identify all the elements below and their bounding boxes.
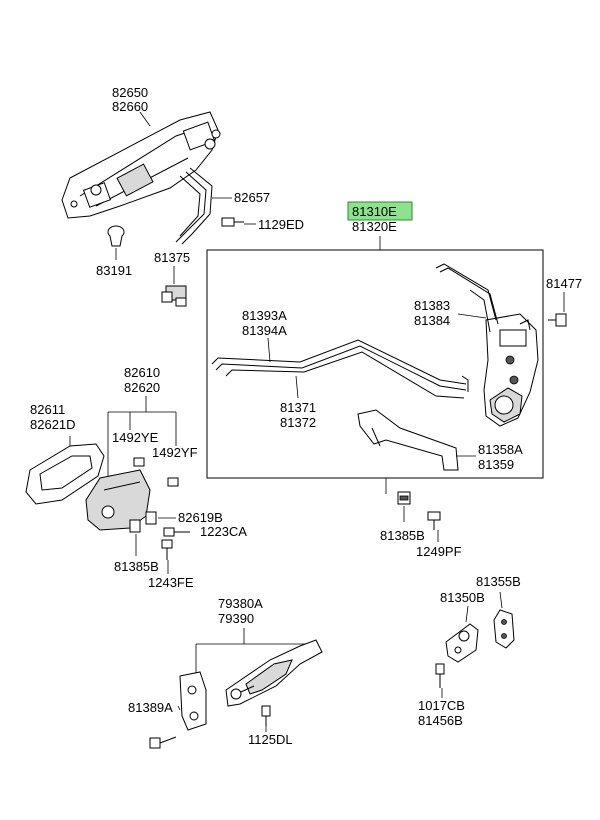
label-1492yf: 1492YF — [152, 445, 198, 460]
bushing-82619b — [145, 511, 157, 525]
clip-1492ye — [133, 457, 145, 467]
plug-83191 — [107, 225, 125, 247]
clip-1492yf — [167, 477, 179, 487]
latch-assembly-frame — [206, 249, 544, 479]
door-latch — [483, 313, 539, 427]
label-81355b: 81355B — [476, 574, 521, 589]
label-81477: 81477 — [546, 276, 582, 291]
label-82657: 82657 — [234, 190, 270, 205]
label-81375: 81375 — [154, 250, 190, 265]
label-81393a: 81393A — [242, 308, 287, 323]
plate-81355b — [493, 609, 515, 649]
label-81359: 81359 — [478, 457, 514, 472]
label-1017cb: 1017CB — [418, 698, 465, 713]
label-1492ye: 1492YE — [112, 430, 159, 445]
label-79380a: 79380A — [218, 596, 263, 611]
label-82610: 82610 — [124, 365, 160, 380]
label-81371: 81371 — [280, 400, 316, 415]
screw-1223ca — [163, 527, 190, 537]
screw-1249pf — [427, 511, 441, 530]
rod-81383 — [435, 263, 499, 333]
screw-1125dl — [261, 705, 271, 726]
label-1129ed: 1129ED — [258, 217, 304, 232]
label-81358a: 81358A — [478, 442, 523, 457]
label-79390: 79390 — [218, 611, 254, 626]
bushing-81385b-inner — [129, 519, 141, 533]
label-82619b: 82619B — [178, 510, 223, 525]
label-81384: 81384 — [414, 313, 450, 328]
label-1223ca: 1223CA — [200, 524, 247, 539]
checker-bracket — [179, 671, 207, 731]
rod-81393a — [211, 339, 469, 399]
label-83191: 83191 — [96, 263, 132, 278]
label-82621d: 82621D — [30, 417, 76, 432]
rod-82657 — [175, 167, 213, 245]
label-1243fe: 1243FE — [148, 575, 194, 590]
label-82611: 82611 — [30, 402, 65, 417]
label-81389a: 81389A — [128, 700, 173, 715]
screw-1243fe — [161, 539, 173, 560]
label-81383: 81383 — [414, 298, 450, 313]
label-81385b-latch: 81385B — [380, 528, 425, 543]
label-82660: 82660 — [112, 99, 148, 114]
label-81310e: 81310E — [352, 204, 397, 219]
label-81350b: 81350B — [440, 590, 485, 605]
label-81320e: 81320E — [352, 219, 397, 234]
bushing-81385b — [397, 491, 411, 505]
inside-handle-bezel — [25, 443, 105, 505]
label-81372: 81372 — [280, 415, 316, 430]
label-1249pf: 1249PF — [416, 544, 462, 559]
highlight-81310e[interactable] — [347, 201, 413, 221]
screw-1017cb — [435, 663, 445, 688]
outside-handle-assembly — [61, 111, 221, 219]
label-82620: 82620 — [124, 380, 160, 395]
clip-81375 — [161, 285, 187, 307]
label-81456b: 81456B — [418, 713, 463, 728]
label-1125dl: 1125DL — [248, 732, 293, 747]
label-82650: 82650 — [112, 85, 148, 100]
screw-checker-bottom — [149, 736, 177, 749]
label-81394a: 81394A — [242, 323, 287, 338]
screw-1129ed — [221, 217, 244, 227]
bracket-81358a — [357, 409, 459, 471]
striker-81350b — [445, 623, 479, 663]
door-checker — [225, 639, 323, 707]
screw-81477 — [548, 313, 567, 327]
label-81385b-inner: 81385B — [114, 559, 159, 574]
